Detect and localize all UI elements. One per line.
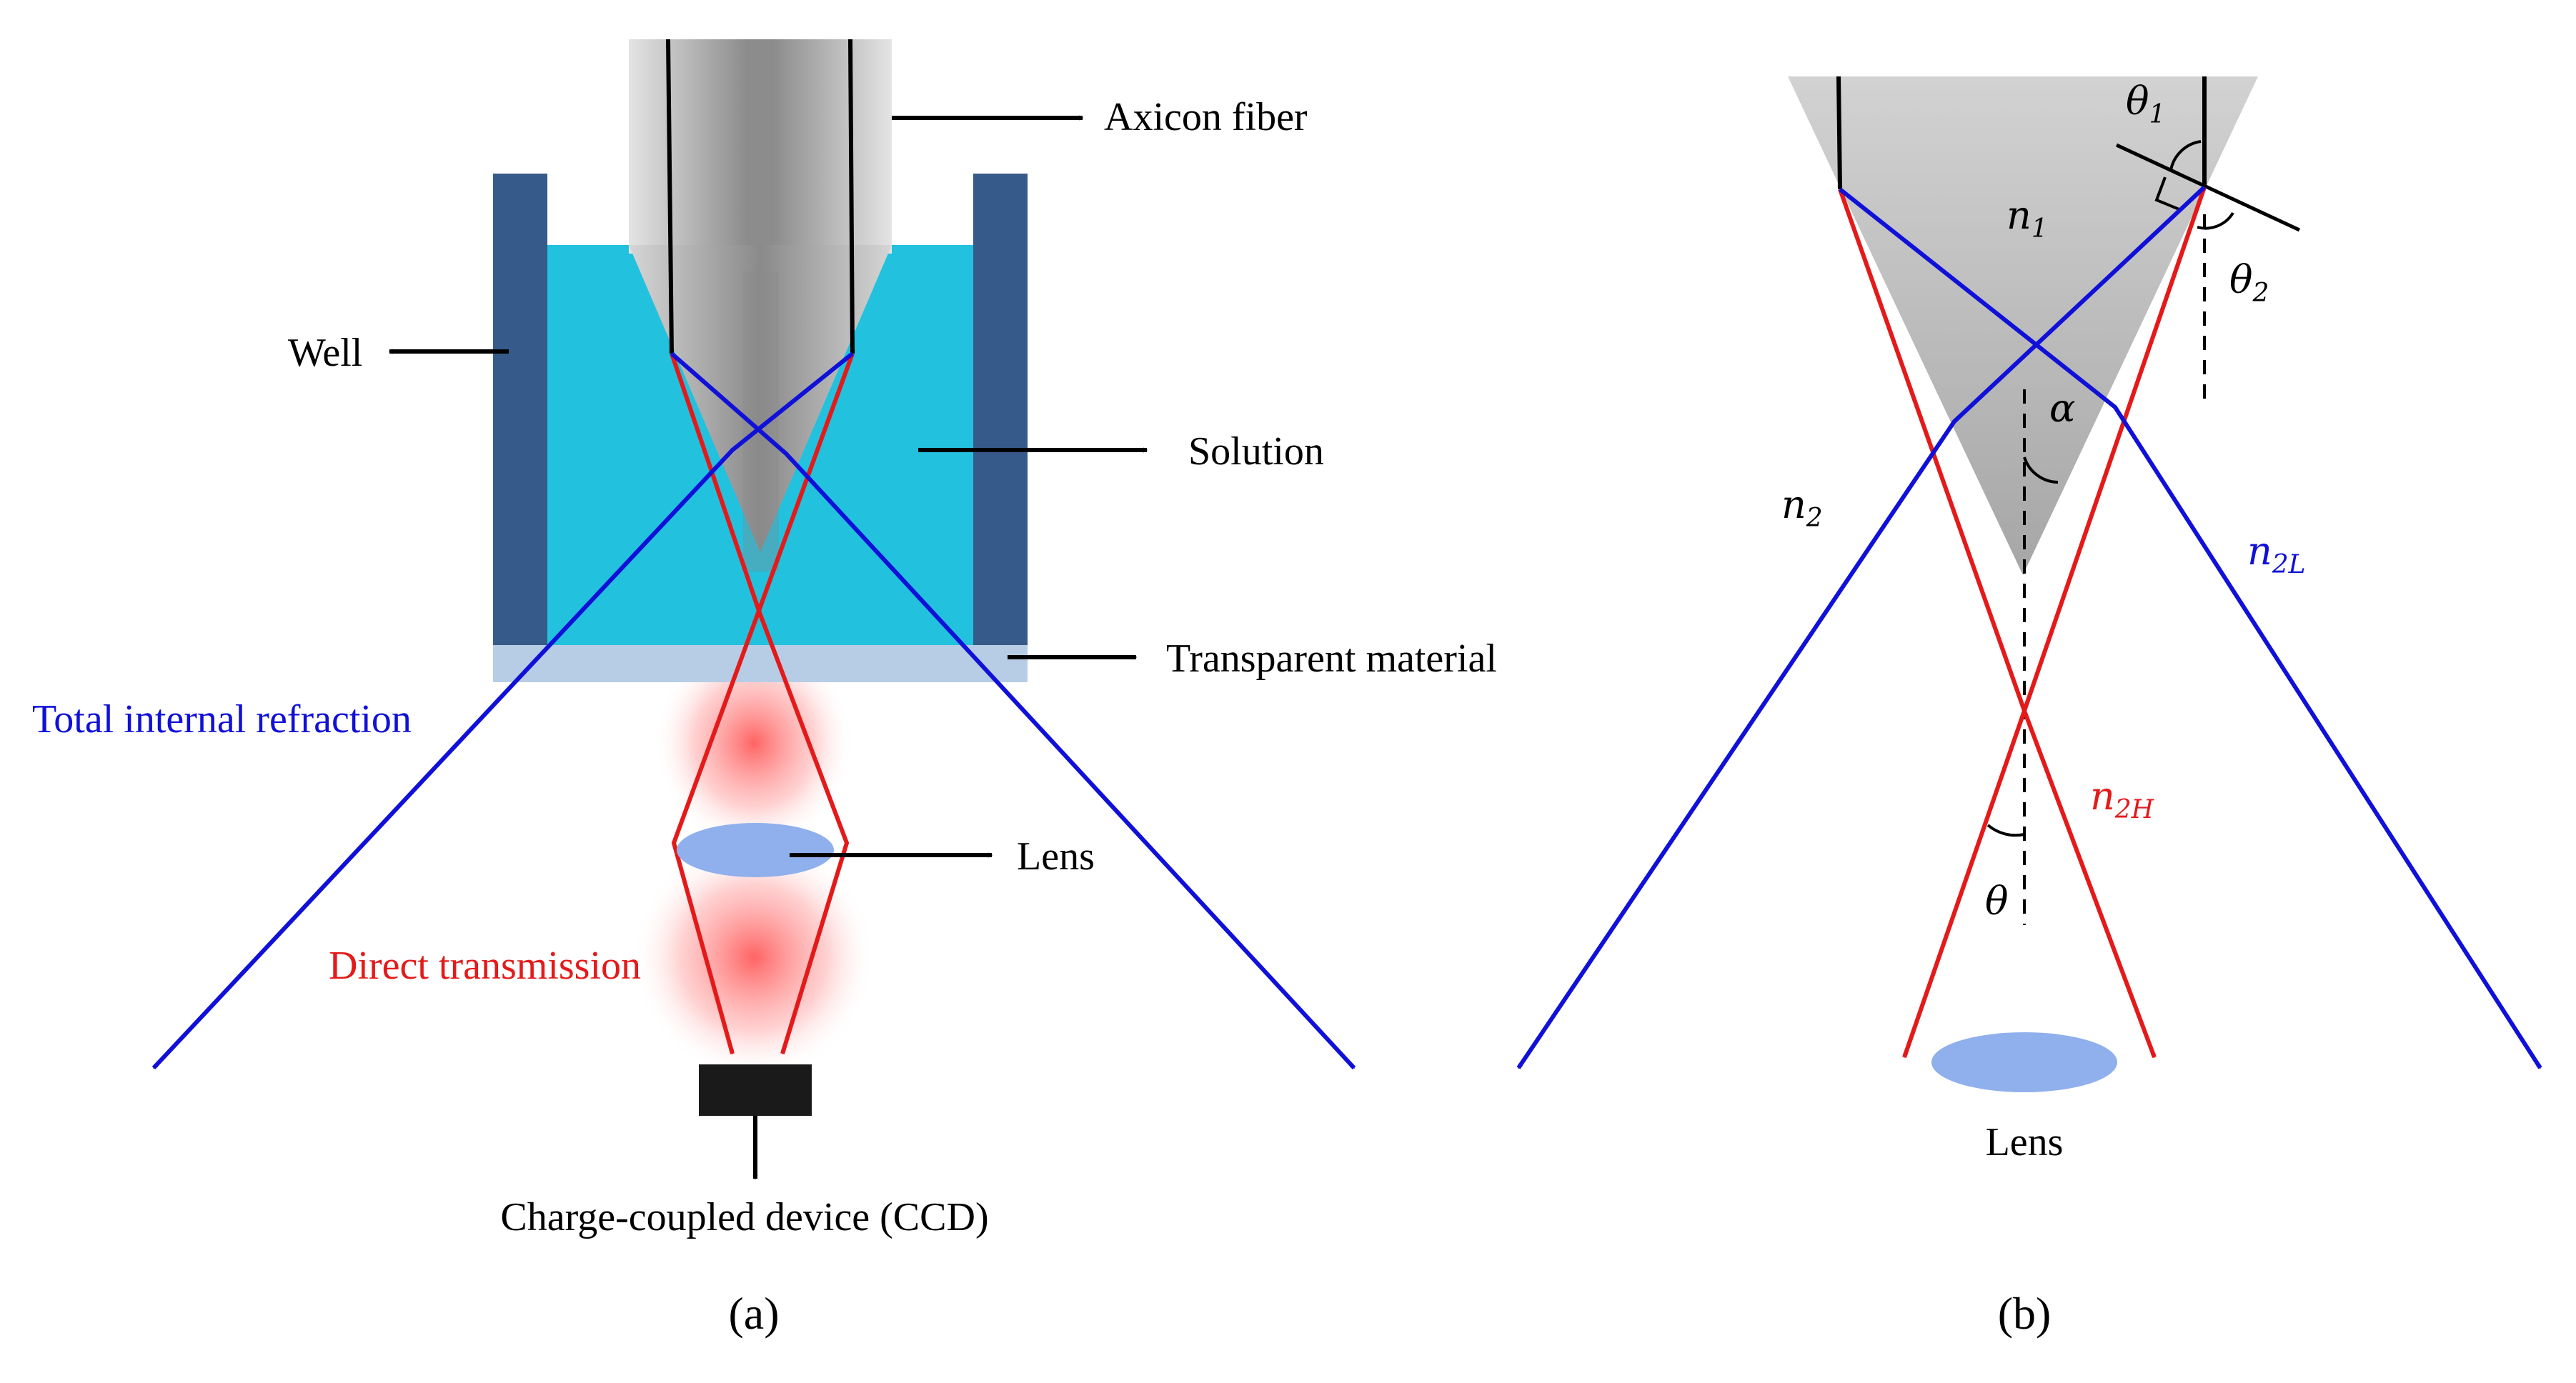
well-wall-left [493, 174, 547, 645]
theta2-arc [2197, 211, 2234, 230]
blue-ray-right [670, 351, 1356, 1070]
theta1-label: θ1 [2126, 79, 2165, 129]
well-wall-right [973, 174, 1028, 645]
axicon-fiber-label: Axicon fiber [1104, 95, 1308, 139]
axicon-cone [1788, 76, 2258, 575]
ccd-label: Charge-coupled device (CCD) [500, 1195, 988, 1239]
theta-arc [1986, 824, 2025, 837]
n2L-label: n2L [2247, 529, 2306, 579]
n2H-label: n2H [2090, 774, 2154, 824]
right-angle-mark [2154, 176, 2182, 211]
red-ray-right [756, 352, 855, 1054]
blue-ray-left [151, 351, 854, 1070]
incident-ray-right [848, 39, 852, 354]
theta-label: θ [1985, 879, 2009, 924]
lens-b [1931, 1032, 2117, 1092]
panel-b: n1 n2 n2L n2H θ1 θ2 α θ Lens (b) [1516, 76, 2542, 1339]
theta2-label: θ2 [2229, 257, 2269, 308]
incident-ray-left-b [1836, 76, 1840, 189]
axicon-fiber-tip [629, 245, 892, 552]
panel-a-caption: (a) [728, 1288, 779, 1339]
ccd-block [699, 1064, 812, 1116]
well-label: Well [288, 331, 362, 375]
blue-ray-left-b [1839, 187, 2542, 1069]
transparent-material [493, 645, 1028, 682]
lens-a-label: Lens [1017, 834, 1095, 879]
n1-label: n1 [2006, 193, 2048, 244]
lens-a [677, 823, 834, 877]
lens-b-label: Lens [1986, 1120, 2064, 1164]
incident-ray-left [666, 39, 672, 354]
total-internal-refraction-label: Total internal refraction [32, 697, 412, 742]
direct-transmission-label: Direct transmission [329, 944, 641, 988]
red-glow-lower [632, 836, 875, 1079]
theta1-arc [2169, 140, 2202, 171]
alpha-label: α [2049, 386, 2075, 431]
axicon-fiber-body [629, 39, 892, 254]
n2-label: n2 [1781, 482, 1823, 533]
surface-tangent [2115, 143, 2301, 232]
solution-label: Solution [1188, 429, 1324, 474]
panel-b-caption: (b) [1998, 1288, 2052, 1339]
red-glow-upper [654, 636, 854, 850]
panel-a: Axicon fiber Well Solution Transparent m… [32, 39, 1497, 1339]
transparent-material-label: Transparent material [1166, 636, 1497, 681]
blue-ray-right-b [1516, 185, 2207, 1069]
red-ray-right-b [1902, 186, 2207, 1057]
red-ray-left [670, 353, 762, 1054]
alpha-arc [2023, 456, 2059, 484]
